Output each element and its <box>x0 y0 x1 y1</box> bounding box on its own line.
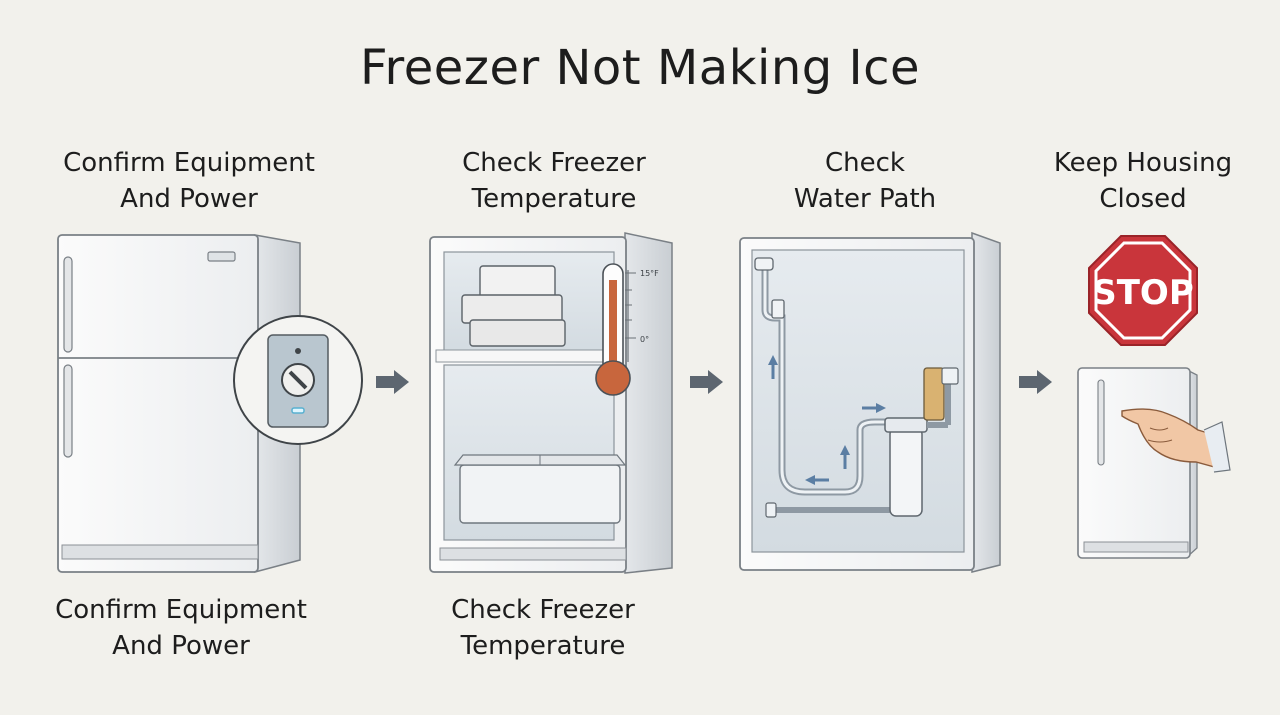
flow-arrow-2 <box>690 370 723 394</box>
step-1-label-line1: Confirm Equipment <box>63 148 315 178</box>
step-3-label: Check Water Path <box>730 145 1000 217</box>
step-3-label-line2: Water Path <box>793 184 937 214</box>
water-line-filter-icon <box>739 231 1001 573</box>
stop-sign-closed-fridge-icon: STOP <box>1077 235 1231 559</box>
step-1-label-line2: And Power <box>120 184 258 214</box>
step-4-label-line2: Closed <box>1099 184 1187 214</box>
stop-sign-text: STOP <box>1092 273 1194 313</box>
page-title: Freezer Not Making Ice <box>359 40 921 96</box>
bottom-label-2-line1: Check Freezer <box>451 595 635 625</box>
flow-arrow-3 <box>1019 370 1052 394</box>
bottom-label-2-line2: Temperature <box>460 631 626 661</box>
step-1-label: Confirm Equipment And Power <box>49 145 329 217</box>
thermometer-top-mark: 15°F <box>640 269 659 278</box>
bottom-label-1-line1: Confirm Equipment <box>55 595 307 625</box>
step-4-label: Keep Housing Closed <box>1033 145 1253 217</box>
pointing-hand-icon <box>1121 408 1231 473</box>
bottom-label-2: Check Freezer Temperature <box>403 592 683 664</box>
bottom-label-1: Confirm Equipment And Power <box>41 592 321 664</box>
flow-arrow-1 <box>376 370 409 394</box>
open-freezer-thermometer-icon: 15°F 0° <box>429 232 673 574</box>
step-2-label-line1: Check Freezer <box>462 148 646 178</box>
step-3-label-line1: Check <box>825 148 905 178</box>
step-2-label: Check Freezer Temperature <box>414 145 694 217</box>
step-4-label-line1: Keep Housing <box>1053 148 1233 178</box>
thermometer-bottom-mark: 0° <box>640 335 649 344</box>
step-2-label-line2: Temperature <box>471 184 637 214</box>
refrigerator-with-dial-icon <box>57 234 363 573</box>
bottom-label-1-line2: And Power <box>112 631 250 661</box>
